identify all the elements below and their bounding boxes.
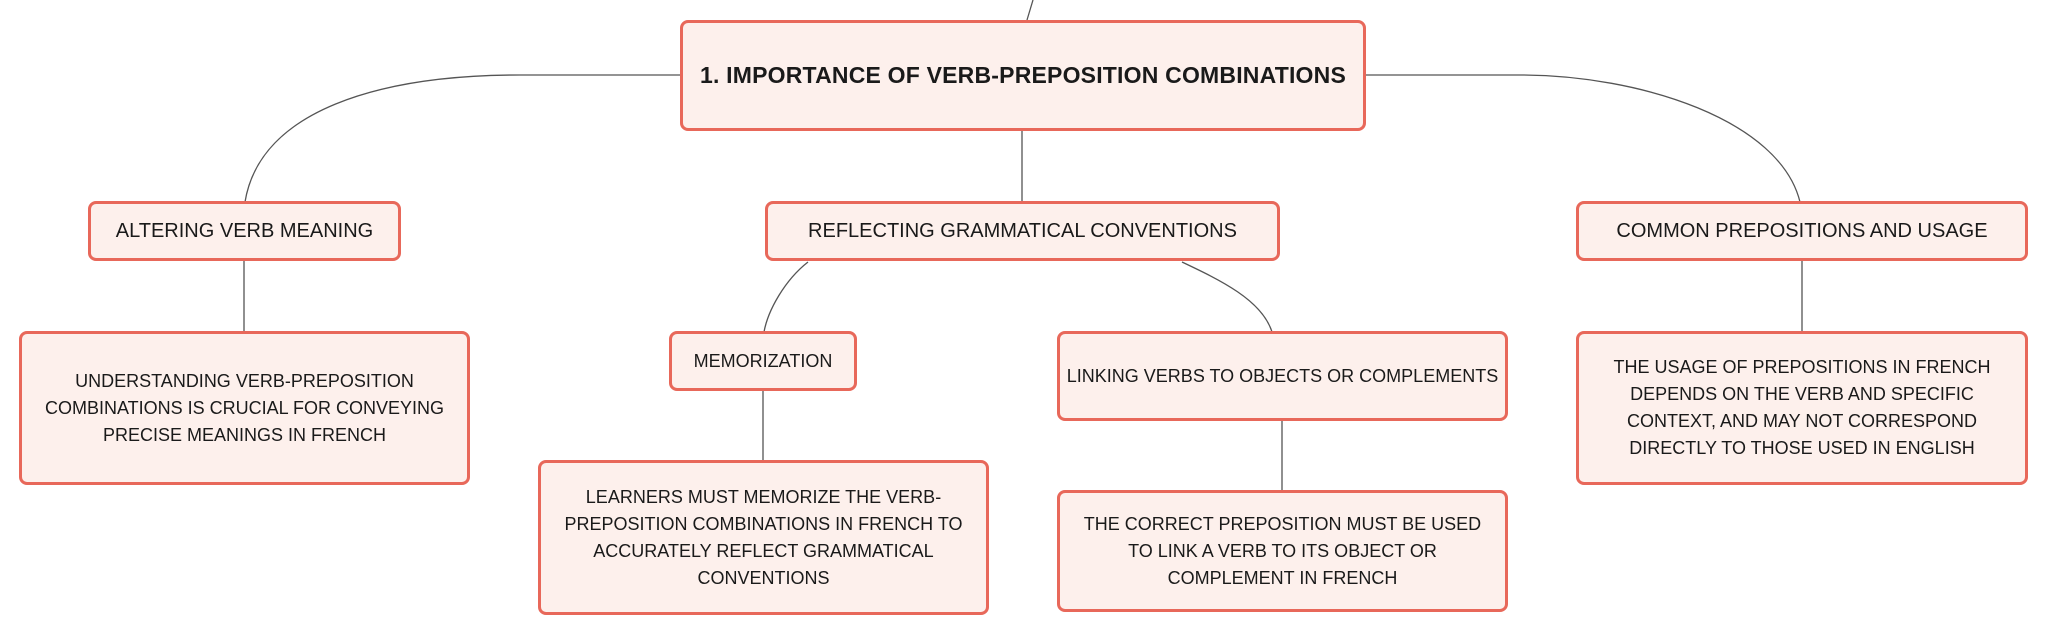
- node-linking-verbs[interactable]: LINKING VERBS TO OBJECTS OR COMPLEMENTS: [1057, 331, 1508, 421]
- node-common-prepositions-detail[interactable]: THE USAGE OF PREPOSITIONS IN FRENCH DEPE…: [1576, 331, 2028, 485]
- connector-root-to-common: [1365, 74, 1801, 203]
- node-common-prepositions-and-usage[interactable]: COMMON PREPOSITIONS AND USAGE: [1576, 201, 2028, 261]
- node-common-prepositions-and-usage-label: COMMON PREPOSITIONS AND USAGE: [1616, 219, 1988, 242]
- connector-parent-to-root: [1026, 0, 1034, 21]
- node-reflecting-grammatical-conventions-label: REFLECTING GRAMMATICAL CONVENTIONS: [808, 219, 1237, 242]
- node-learners-must-memorize[interactable]: LEARNERS MUST MEMORIZE THE VERB-PREPOSIT…: [538, 460, 989, 615]
- node-correct-preposition-label: THE CORRECT PREPOSITION MUST BE USED TO …: [1083, 513, 1482, 588]
- node-altering-verb-meaning[interactable]: ALTERING VERB MEANING: [88, 201, 401, 261]
- root-node-label: 1. IMPORTANCE OF VERB-PREPOSITION COMBIN…: [700, 62, 1346, 88]
- node-understanding-verb-preposition[interactable]: UNDERSTANDING VERB-PREPOSITION COMBINATI…: [19, 331, 470, 485]
- node-learners-must-memorize-label: LEARNERS MUST MEMORIZE THE VERB-PREPOSIT…: [564, 486, 963, 588]
- node-memorization[interactable]: MEMORIZATION: [669, 331, 857, 391]
- node-reflecting-grammatical-conventions[interactable]: REFLECTING GRAMMATICAL CONVENTIONS: [765, 201, 1280, 261]
- connector-root-to-altering: [244, 74, 682, 203]
- node-common-prepositions-detail-label: THE USAGE OF PREPOSITIONS IN FRENCH DEPE…: [1613, 357, 1991, 458]
- root-node[interactable]: 1. IMPORTANCE OF VERB-PREPOSITION COMBIN…: [680, 20, 1366, 131]
- connector-reflecting-to-linking: [1181, 261, 1273, 333]
- connector-reflecting-to-memorization: [763, 261, 809, 333]
- node-altering-verb-meaning-label: ALTERING VERB MEANING: [115, 219, 374, 242]
- node-understanding-verb-preposition-label: UNDERSTANDING VERB-PREPOSITION COMBINATI…: [44, 370, 445, 445]
- node-linking-verbs-label: LINKING VERBS TO OBJECTS OR COMPLEMENTS: [1066, 365, 1499, 386]
- node-memorization-label: MEMORIZATION: [693, 350, 833, 371]
- node-correct-preposition[interactable]: THE CORRECT PREPOSITION MUST BE USED TO …: [1057, 490, 1508, 612]
